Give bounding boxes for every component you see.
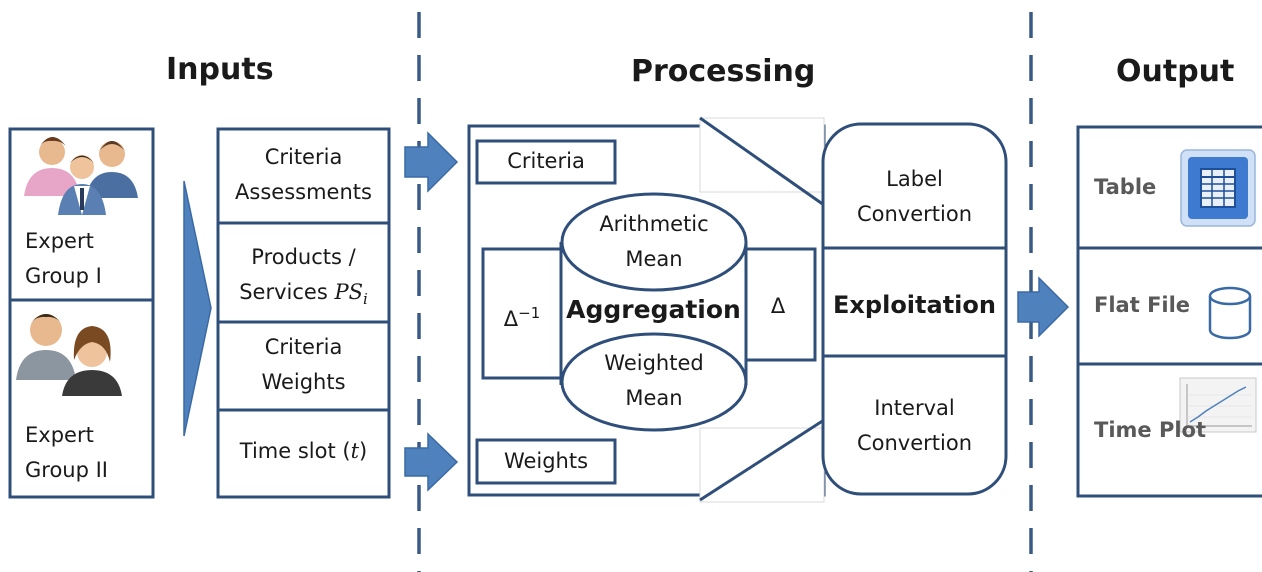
heading-processing: Processing (631, 54, 816, 89)
inverse-delta-exponent: −1 (518, 304, 541, 322)
criteria-assessments-box (216, 127, 391, 225)
time-plot-icon (1179, 377, 1257, 433)
delta-label: Δ (770, 294, 786, 318)
table-icon (1180, 149, 1256, 227)
criteria-label: Criteria (507, 149, 585, 173)
funnel-top-bg (699, 117, 825, 193)
time-slot-var: t (350, 439, 360, 463)
weighted-mean-label: Weighted Mean (562, 346, 746, 416)
arithmetic-mean-label: Arithmetic Mean (562, 207, 746, 277)
aggregation-cylinder (559, 192, 748, 432)
inverse-delta-symbol: Δ (503, 307, 519, 331)
inputs-chevron-arrow (183, 180, 212, 437)
funnel-top-line (699, 116, 825, 207)
expert-group-1-line-2: Group I (25, 264, 102, 288)
output-flat-file-label: Flat File (1094, 293, 1191, 317)
expert-group-1-people-icon (24, 137, 138, 215)
criteria-input-box (475, 139, 617, 185)
output-flow-arrow (1017, 276, 1070, 338)
criteria-flow-arrow (404, 131, 459, 193)
weights-input-box (475, 438, 617, 485)
expert-group-2-line-1: Expert (25, 423, 94, 447)
criteria-weights-box (216, 320, 391, 412)
criteria-weights-line-1: Criteria (264, 335, 343, 359)
expert-group-1-label: Expert Group I (25, 224, 102, 294)
weights-flow-arrow (404, 432, 459, 492)
interval-convertion-line-2: Convertion (856, 431, 973, 455)
label-convertion-label: Label Convertion (823, 162, 1006, 232)
criteria-weights-label: Criteria Weights (218, 330, 389, 400)
criteria-weights-line-2: Weights (261, 370, 346, 394)
criteria-assessments-line-2: Assessments (235, 180, 372, 204)
label-convertion-line-1: Label (886, 167, 943, 191)
interval-convertion-label: Interval Convertion (823, 391, 1006, 461)
expert-group-1-line-1: Expert (25, 229, 94, 253)
time-slot-prefix: Time slot ( (239, 439, 351, 463)
arithmetic-mean-ellipse (560, 192, 748, 292)
criteria-assessments-label: Criteria Assessments (218, 140, 389, 210)
products-services-label: Products / Services PSi (218, 240, 389, 317)
expert-group-2-label: Expert Group II (25, 418, 108, 488)
time-slot-suffix: ) (359, 439, 368, 463)
services-prefix: Services (239, 280, 335, 304)
flat-file-icon (1208, 286, 1252, 340)
products-services-box (216, 221, 391, 324)
weighted-mean-ellipse (560, 332, 748, 432)
ps-subscript: i (362, 290, 368, 309)
inverse-delta-label: Δ−1 (483, 296, 561, 337)
exploitation-label: Exploitation (833, 291, 996, 319)
aggregation-label: Aggregation (566, 295, 741, 324)
weighted-mean-line-1: Weighted (604, 351, 704, 375)
time-slot-box (216, 408, 391, 499)
ps-symbol: PS (334, 280, 363, 304)
exploitation-box (821, 122, 1008, 496)
expert-group-2-line-2: Group II (25, 458, 108, 482)
arithmetic-mean-line-2: Mean (625, 247, 683, 271)
heading-inputs: Inputs (166, 52, 274, 87)
weighted-mean-line-2: Mean (625, 386, 683, 410)
products-services-line-1: Products / (251, 245, 356, 269)
label-convertion-line-2: Convertion (856, 202, 973, 226)
products-services-line-2: Services PSi (218, 275, 389, 317)
funnel-bottom-bg (699, 427, 825, 503)
criteria-assessments-line-1: Criteria (264, 145, 343, 169)
output-time-plot-label: Time Plot (1094, 418, 1207, 442)
heading-output: Output (1116, 54, 1235, 89)
output-table-label: Table (1094, 175, 1157, 199)
time-slot-label: Time slot (t) (218, 434, 389, 469)
interval-convertion-line-1: Interval (874, 396, 955, 420)
funnel-bottom-line (699, 418, 825, 502)
weights-label: Weights (503, 449, 589, 473)
expert-group-2-people-icon (16, 314, 122, 396)
arithmetic-mean-line-1: Arithmetic (599, 212, 709, 236)
